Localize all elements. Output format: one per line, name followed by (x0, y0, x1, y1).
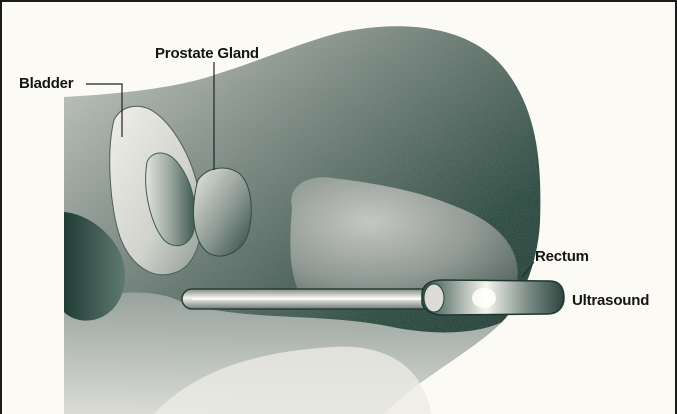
prostate-gland-label: Prostate Gland (155, 45, 259, 62)
bladder-label: Bladder (19, 75, 73, 92)
rectum-label: Rectum (535, 248, 589, 265)
prostate-shape (194, 168, 252, 256)
ultrasound-label: Ultrasound (572, 292, 649, 309)
